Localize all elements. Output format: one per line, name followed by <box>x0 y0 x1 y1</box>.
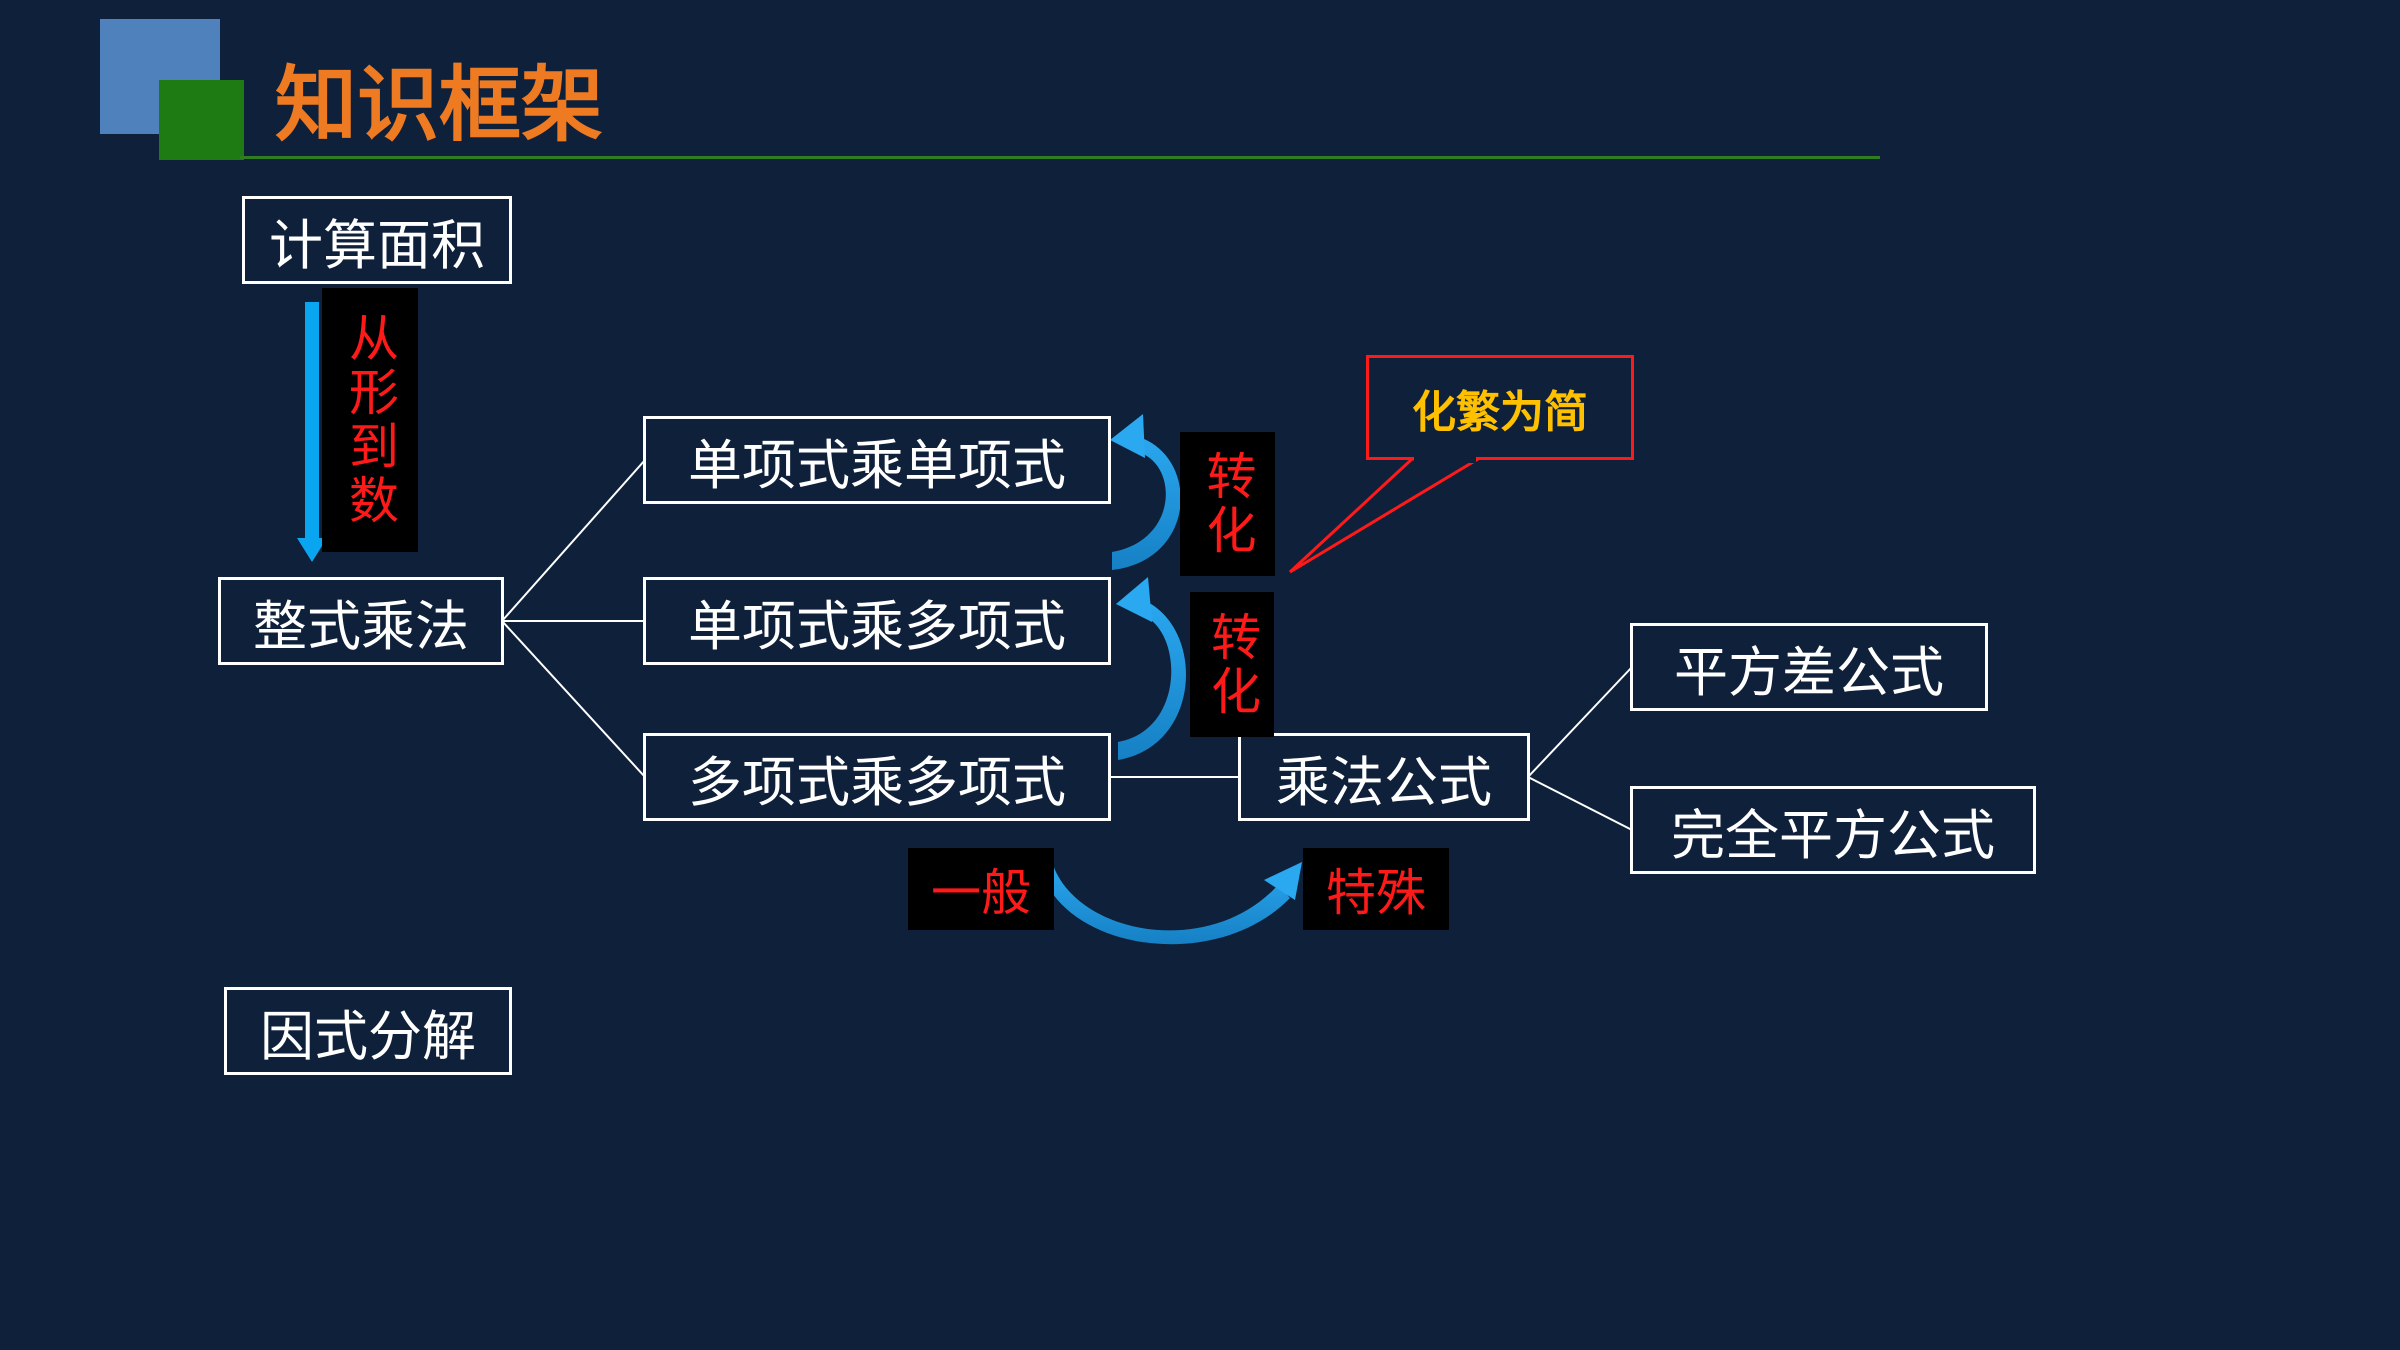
node-perfect-square[interactable]: 完全平方公式 <box>1630 786 2036 874</box>
curved-up-arrow-icon <box>1110 414 1181 570</box>
callout-pointer <box>1288 457 1484 574</box>
label-special-text: 特殊 <box>1326 864 1426 922</box>
label-shape-to-number-text: 从形到数 <box>341 312 399 528</box>
label-general: 一般 <box>908 848 1054 930</box>
label-transform-1: 转化 <box>1180 432 1275 576</box>
node-monomial-times-monomial[interactable]: 单项式乘单项式 <box>643 416 1111 504</box>
label-transform-2: 转化 <box>1190 592 1274 737</box>
label-transform-1-text: 转化 <box>1198 450 1257 558</box>
down-arrow-icon <box>297 302 327 562</box>
label-transform-2-text: 转化 <box>1203 610 1261 719</box>
connector-line <box>1527 776 1633 831</box>
header-underline <box>240 156 1880 159</box>
callout-box: 化繁为简 <box>1366 355 1634 460</box>
label-shape-to-number: 从形到数 <box>322 288 418 552</box>
curved-up-arrow-icon <box>1116 577 1186 760</box>
label-general-text: 一般 <box>931 864 1031 922</box>
callout-pointer-joint <box>1414 455 1476 463</box>
node-multiplication-formula[interactable]: 乘法公式 <box>1238 733 1530 821</box>
connector-line <box>501 620 646 778</box>
callout-text: 化繁为简 <box>1412 386 1588 438</box>
node-difference-of-squares[interactable]: 平方差公式 <box>1630 623 1988 711</box>
node-integer-multiplication[interactable]: 整式乘法 <box>218 577 504 665</box>
node-factorization[interactable]: 因式分解 <box>224 987 512 1075</box>
node-monomial-times-polynomial[interactable]: 单项式乘多项式 <box>643 577 1111 665</box>
node-polynomial-times-polynomial[interactable]: 多项式乘多项式 <box>643 733 1111 821</box>
header-square-green-icon <box>159 80 244 160</box>
connector-line <box>501 459 646 622</box>
curved-right-arrow-icon <box>1040 862 1302 945</box>
page-title: 知识框架 <box>275 58 604 153</box>
connector-line <box>1527 666 1633 778</box>
node-compute-area[interactable]: 计算面积 <box>242 196 512 284</box>
label-special: 特殊 <box>1303 848 1449 930</box>
